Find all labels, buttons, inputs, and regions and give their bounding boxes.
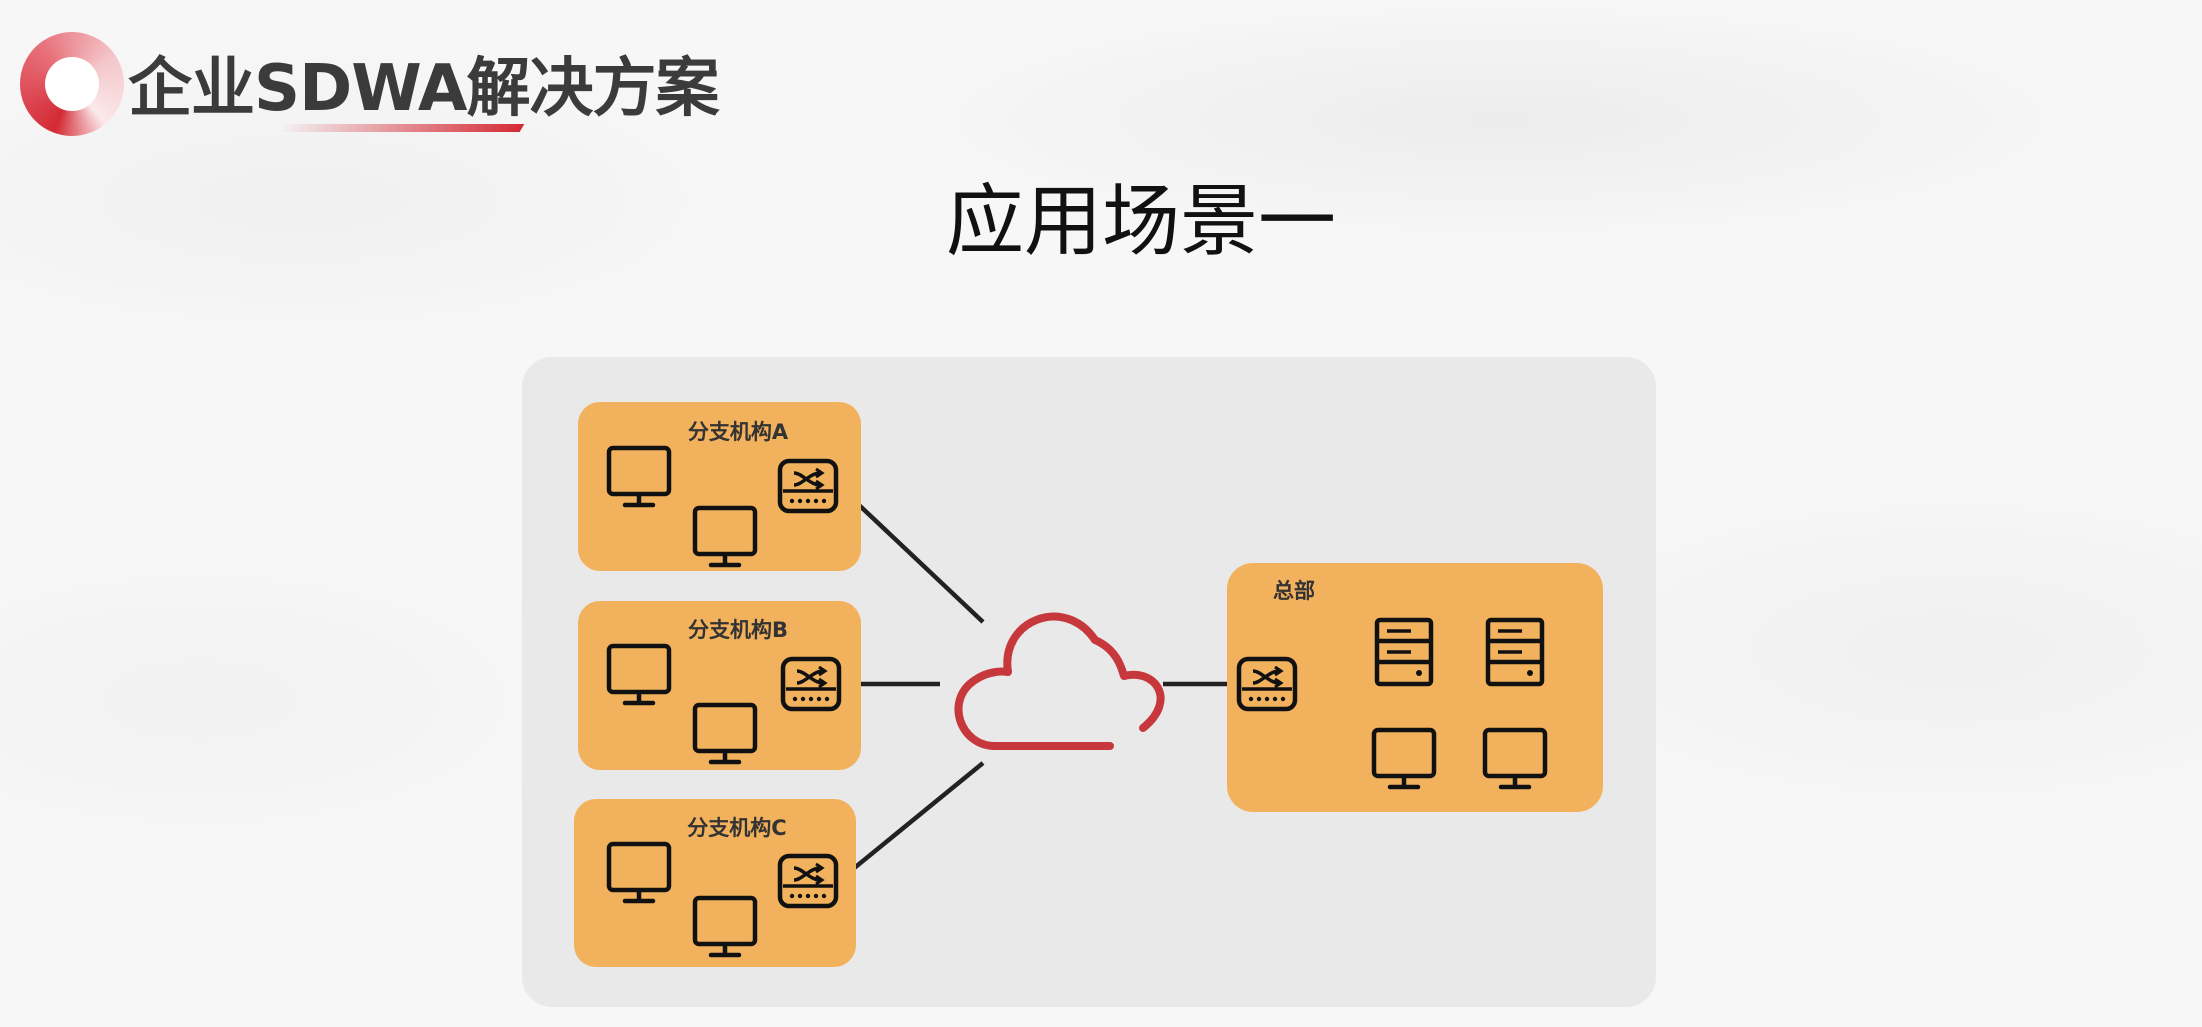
branch-b: 分支机构B xyxy=(578,601,861,770)
scene-title: 应用场景一 xyxy=(945,177,1336,267)
branch-a-label: 分支机构A xyxy=(688,420,789,444)
page-title: 企业SDWA解决方案 xyxy=(128,52,719,126)
link-branch-c xyxy=(840,761,985,880)
slide-header: 企业SDWA解决方案 xyxy=(0,0,900,150)
cloud-icon xyxy=(954,612,1165,750)
branch-c-label: 分支机构C xyxy=(687,816,786,840)
branch-b-label: 分支机构B xyxy=(688,618,788,642)
link-branch-a xyxy=(840,487,985,624)
logo-ring-icon xyxy=(20,32,124,136)
branch-c: 分支机构C xyxy=(574,799,856,967)
branch-a: 分支机构A xyxy=(578,402,861,571)
headquarters-label: 总部 xyxy=(1273,579,1315,603)
headquarters: 总部 xyxy=(1227,563,1603,812)
